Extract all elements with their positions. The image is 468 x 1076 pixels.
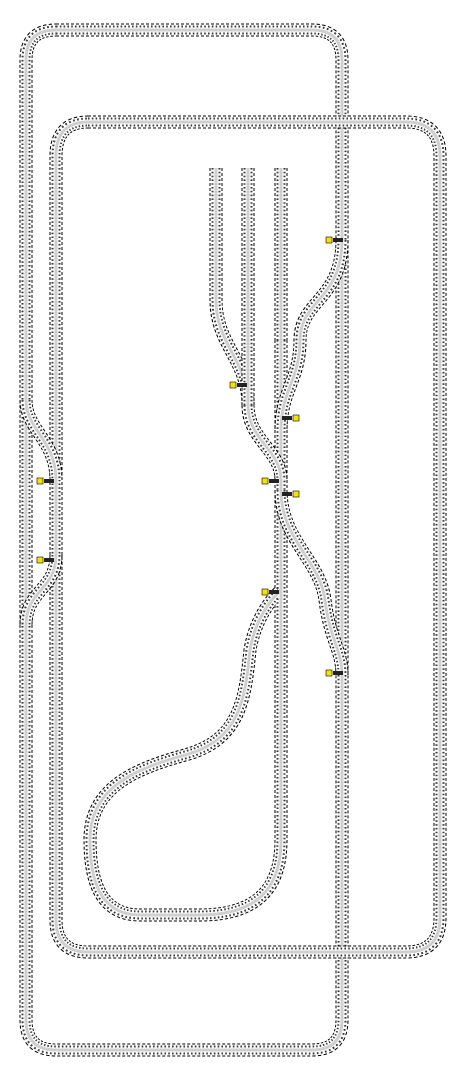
signal-4-lamp bbox=[261, 477, 269, 485]
track-trunk bbox=[241, 404, 288, 481]
inner-loop-core bbox=[54, 120, 442, 954]
track-outer-loop bbox=[19, 23, 349, 1057]
tracks-group bbox=[19, 23, 447, 1057]
track-left-connector-lower bbox=[19, 554, 63, 626]
track-crossover-upper bbox=[274, 239, 349, 431]
signal-8-lamp bbox=[292, 490, 300, 498]
signal-5 bbox=[36, 556, 54, 564]
signal-3-post bbox=[44, 479, 54, 483]
crossover-lower-core bbox=[279, 489, 344, 676]
signal-1-lamp bbox=[325, 236, 333, 244]
signal-3 bbox=[36, 477, 54, 485]
signal-6-lamp bbox=[261, 588, 269, 596]
signal-7 bbox=[282, 414, 300, 422]
left-connector-upper-core bbox=[24, 399, 58, 481]
signals-group bbox=[36, 236, 343, 677]
signal-8-post bbox=[282, 492, 292, 496]
signal-7-post bbox=[282, 416, 292, 420]
reversing-loop-core bbox=[88, 340, 283, 917]
crossover-upper-core bbox=[279, 239, 344, 431]
signal-7-lamp bbox=[292, 414, 300, 422]
signal-6 bbox=[261, 588, 279, 596]
signal-9-post bbox=[333, 671, 343, 675]
signal-5-lamp bbox=[36, 556, 44, 564]
outer-loop-core bbox=[24, 28, 344, 1052]
signal-5-post bbox=[44, 558, 54, 562]
signal-2-post bbox=[237, 383, 247, 387]
signal-1 bbox=[325, 236, 343, 244]
signal-2-lamp bbox=[229, 381, 237, 389]
signal-1-post bbox=[333, 238, 343, 242]
signal-9 bbox=[325, 669, 343, 677]
signal-8 bbox=[282, 490, 300, 498]
signal-4-post bbox=[269, 479, 279, 483]
track-left-connector-upper bbox=[19, 399, 63, 481]
left-connector-lower-core bbox=[24, 554, 58, 626]
track-inner-loop bbox=[49, 115, 447, 959]
signal-6-post bbox=[269, 590, 279, 594]
signal-3-lamp bbox=[36, 477, 44, 485]
signal-4 bbox=[261, 477, 279, 485]
signal-2 bbox=[229, 381, 247, 389]
trunk-core bbox=[246, 404, 283, 481]
signal-9-lamp bbox=[325, 669, 333, 677]
track-reversing-loop bbox=[83, 340, 288, 922]
track-crossover-lower bbox=[274, 489, 349, 676]
